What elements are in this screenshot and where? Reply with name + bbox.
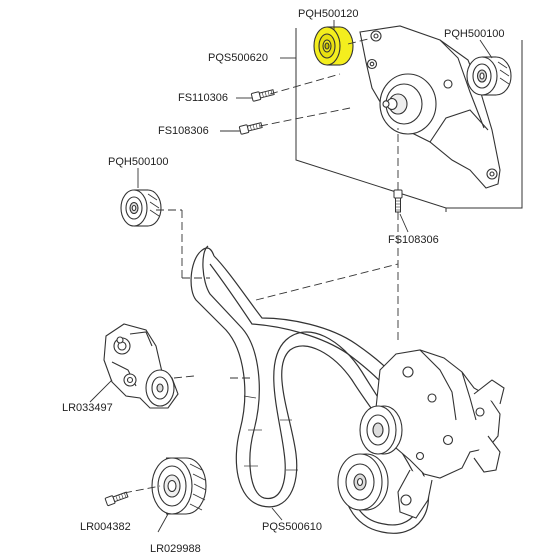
belt-tensioner[interactable]: [103, 323, 179, 409]
label-fs110306: FS110306: [178, 92, 228, 104]
label-pqh500100-left: PQH500100: [108, 156, 169, 168]
label-lr004382: LR004382: [80, 521, 131, 533]
label-fs108306-left: FS108306: [158, 125, 209, 137]
bolt-fs108306-right[interactable]: [393, 189, 403, 213]
label-pqs500620: PQS500620: [208, 52, 268, 64]
idler-pulley-top-right[interactable]: [466, 56, 512, 96]
bolt-fs110306[interactable]: [250, 87, 275, 102]
engine-housing: [337, 349, 505, 519]
assembly-lines: [123, 37, 399, 494]
label-lr033497: LR033497: [62, 402, 113, 414]
bolt-fs108306-left[interactable]: [238, 120, 263, 135]
crank-pulley[interactable]: [151, 457, 207, 515]
highlighted-idler-pulley[interactable]: [313, 26, 354, 66]
assembly-frame: [295, 28, 523, 212]
label-pqs500610: PQS500610: [262, 521, 322, 533]
idler-pulley-left[interactable]: [120, 189, 162, 227]
label-fs108306-right: FS108306: [388, 234, 439, 246]
tensioner-bracket: [359, 25, 501, 189]
leader-lines: [89, 20, 493, 533]
label-pqh500120: PQH500120: [298, 8, 359, 20]
label-pqh500100-top: PQH500100: [444, 28, 505, 40]
label-lr029988: LR029988: [150, 543, 201, 555]
